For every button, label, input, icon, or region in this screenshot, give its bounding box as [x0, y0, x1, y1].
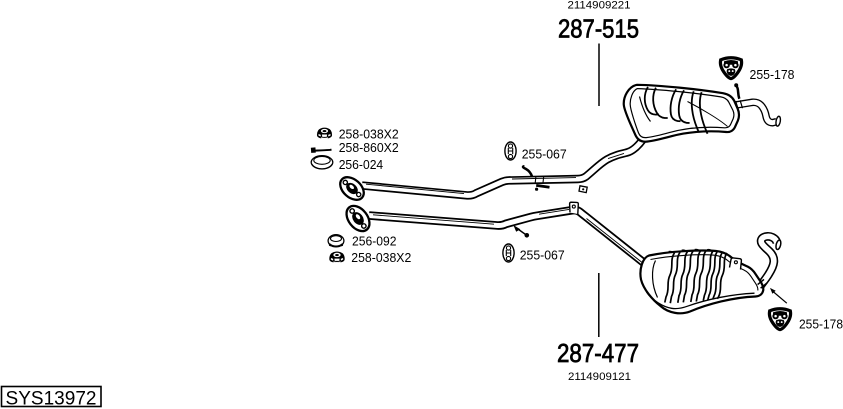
svg-text:255-067: 255-067	[522, 147, 567, 162]
svg-text:256-024: 256-024	[339, 157, 384, 172]
svg-text:255-178: 255-178	[750, 67, 795, 82]
svg-text:SYS13972: SYS13972	[6, 387, 97, 409]
svg-text:258-038X2: 258-038X2	[339, 126, 399, 141]
svg-text:287-477: 287-477	[557, 340, 639, 368]
svg-text:2114909121: 2114909121	[568, 371, 631, 383]
svg-text:258-860X2: 258-860X2	[339, 140, 399, 155]
svg-text:287-515: 287-515	[558, 16, 639, 44]
svg-text:255-067: 255-067	[520, 248, 565, 263]
svg-text:2114909221: 2114909221	[568, 0, 631, 12]
svg-text:256-092: 256-092	[352, 234, 397, 249]
svg-text:255-178: 255-178	[799, 317, 843, 332]
svg-text:258-038X2: 258-038X2	[351, 250, 411, 265]
